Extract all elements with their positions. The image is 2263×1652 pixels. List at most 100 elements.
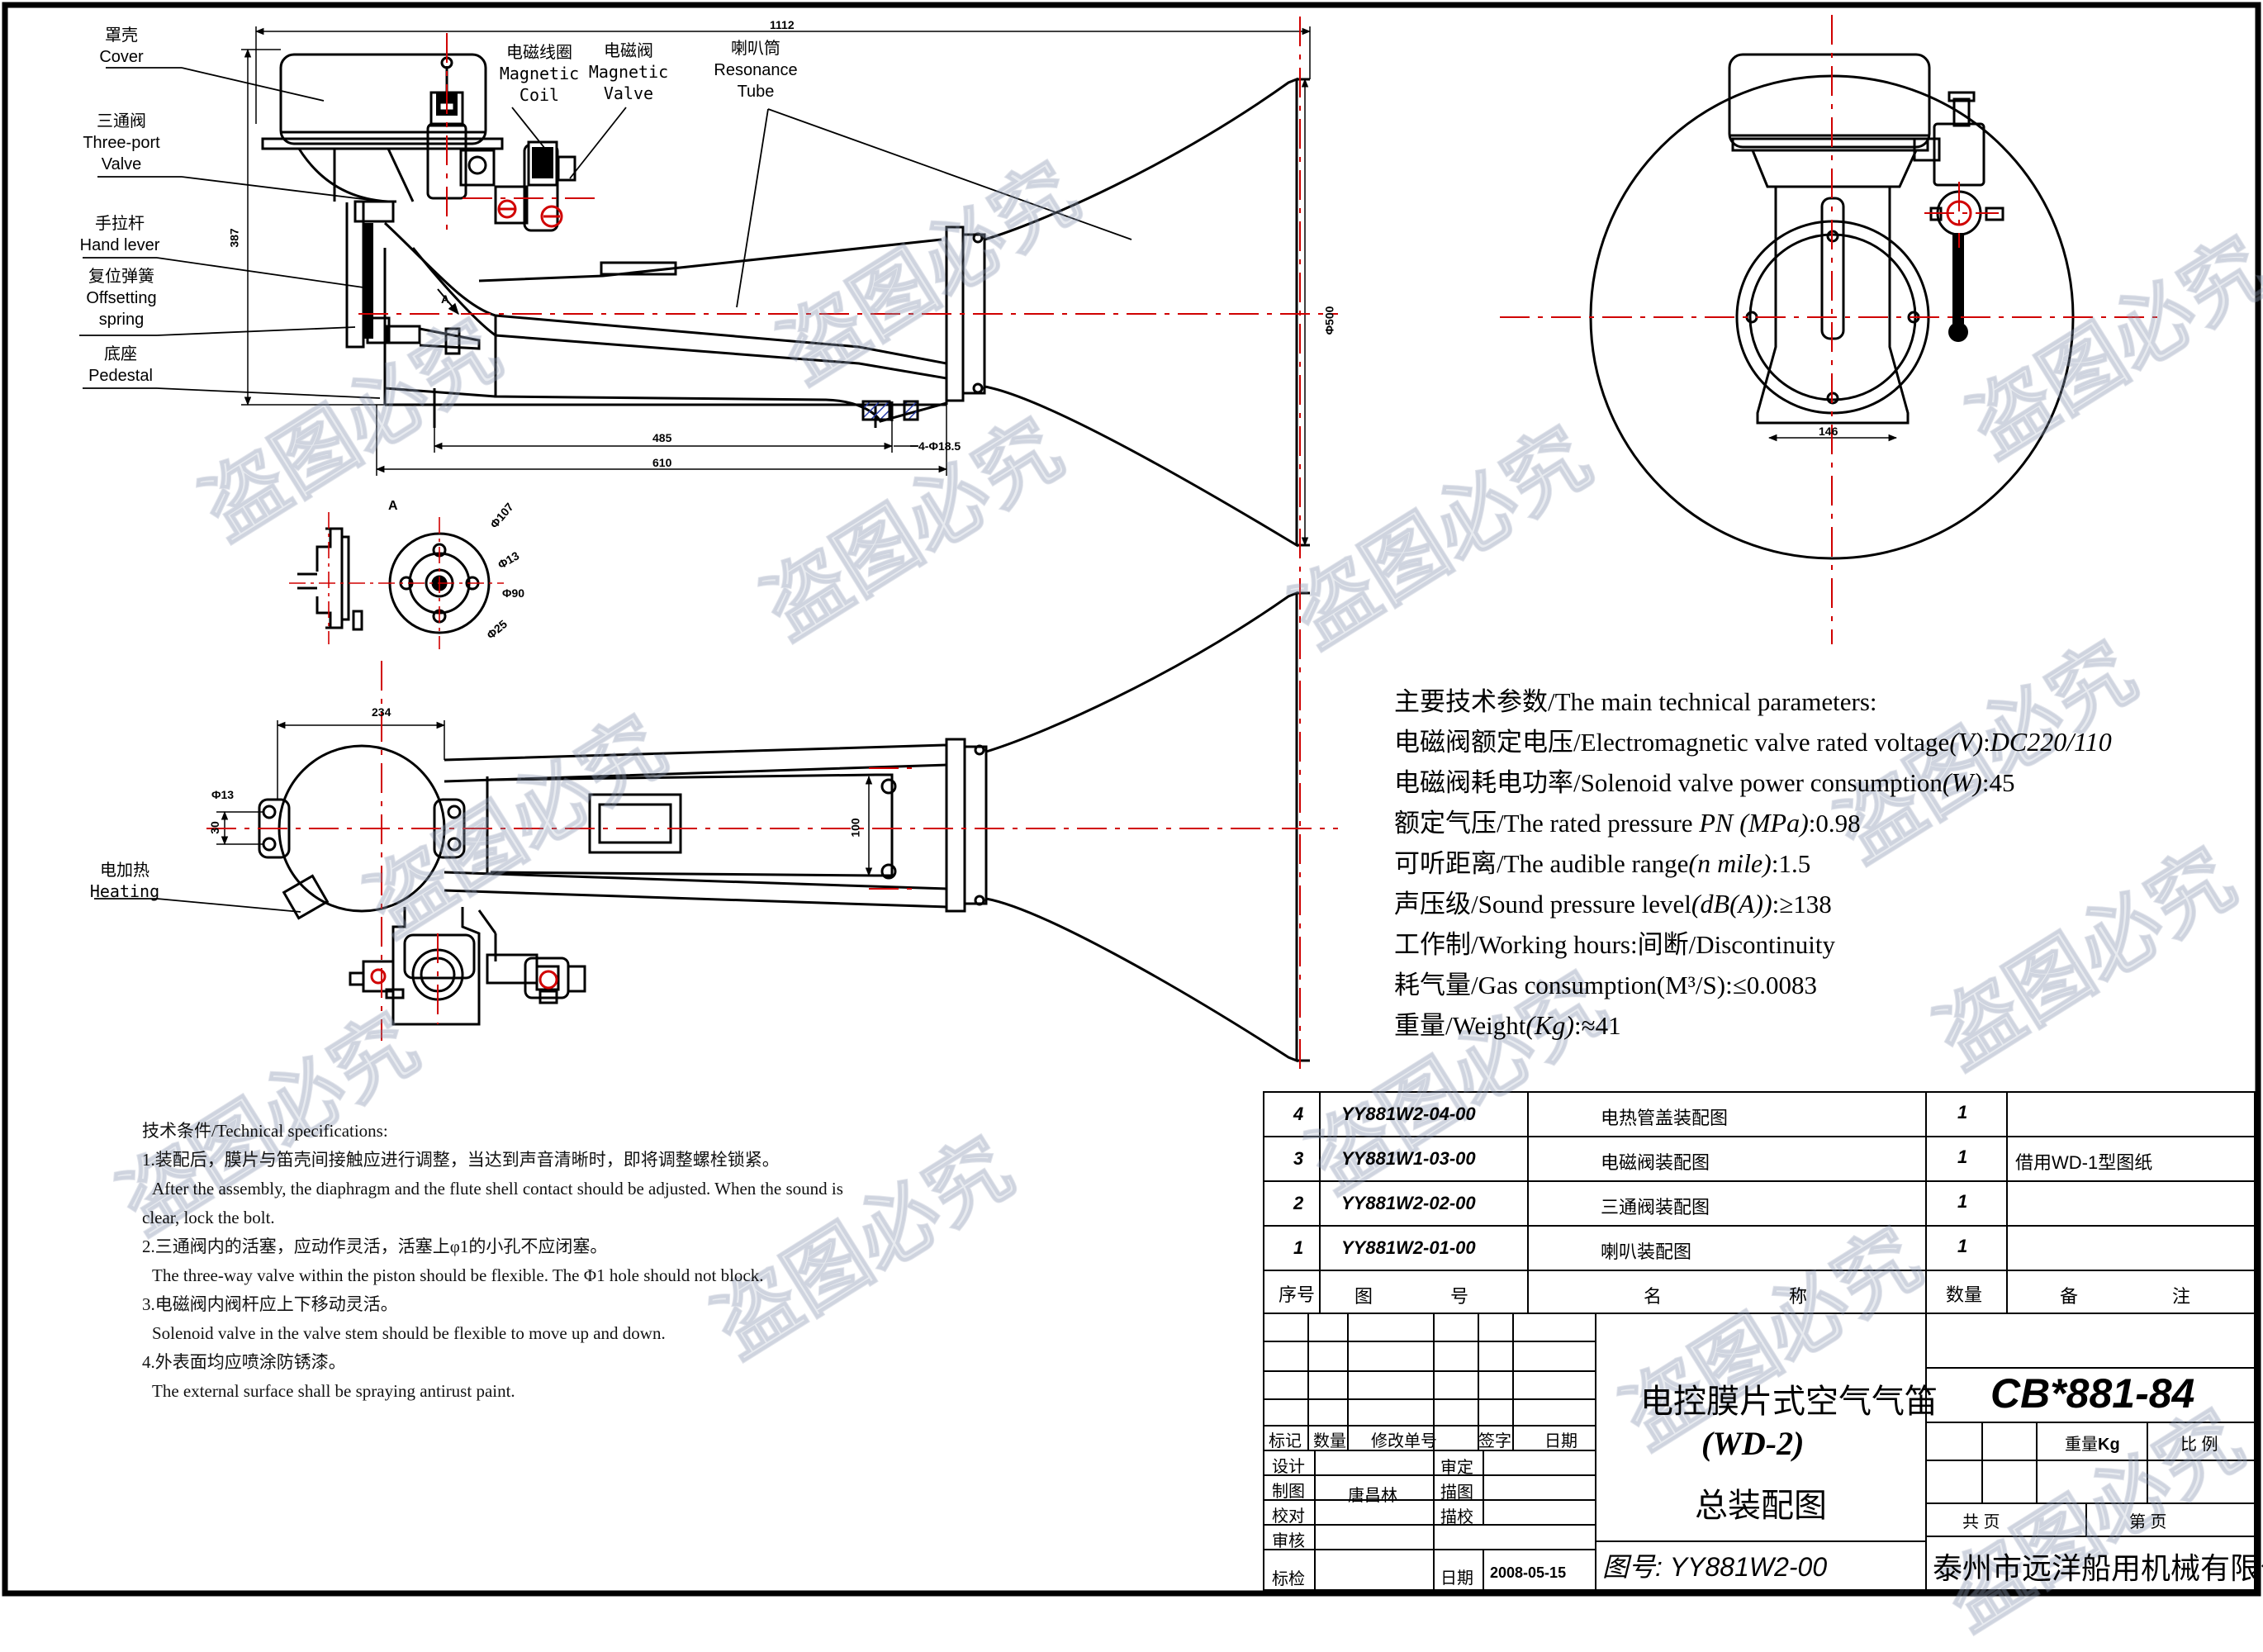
param-row: 电磁阀额定电压/Electromagnetic valve rated volt… bbox=[1394, 727, 2112, 757]
dim-plan-30: 30 bbox=[207, 821, 221, 834]
part-code: YY881W2-01-00 bbox=[1341, 1237, 1476, 1258]
callout-magnetic-valve: 电磁阀 Magnetic Valve bbox=[588, 40, 669, 103]
callout-cover: 罩壳 Cover bbox=[99, 26, 144, 66]
rev-qty: 数量 bbox=[1313, 1432, 1346, 1450]
callout-heating: 电加热 Heating bbox=[89, 860, 160, 901]
title-block-grid bbox=[1263, 1313, 2256, 1591]
drafter-name: 唐昌林 bbox=[1348, 1487, 1397, 1505]
drawing-number: 图号: YY881W2-00 bbox=[1602, 1552, 1828, 1582]
spec-item-en: Solenoid valve in the valve stem should … bbox=[152, 1323, 666, 1343]
callout-hand-lever: 手拉杆 Hand lever bbox=[79, 215, 160, 254]
part-no: 3 bbox=[1293, 1148, 1304, 1169]
dim-plan-100: 100 bbox=[848, 818, 862, 838]
dim-plan-hole: Φ13 bbox=[211, 788, 235, 801]
product-name: 电控膜片式空气气笛 bbox=[1640, 1383, 1938, 1420]
drawing-canvas bbox=[2, 2, 2261, 1597]
role-check: 校对 bbox=[1272, 1507, 1305, 1526]
section-view-title-a: A bbox=[388, 499, 398, 513]
role-approve: 审定 bbox=[1440, 1459, 1473, 1477]
leader-lines bbox=[79, 67, 1132, 913]
dim-height: 387 bbox=[227, 228, 241, 248]
part-no: 4 bbox=[1293, 1104, 1304, 1124]
param-row: 耗气量/Gas consumption(M³/S):≤0.0083 bbox=[1394, 971, 1817, 999]
callout-magnetic-coil: 电磁线圈 Magnetic Coil bbox=[499, 42, 580, 105]
role-design: 设计 bbox=[1272, 1458, 1305, 1476]
rev-date: 日期 bbox=[1544, 1432, 1577, 1450]
part-name: 喇叭装配图 bbox=[1601, 1241, 1692, 1262]
section-label-a: A bbox=[441, 292, 450, 306]
callout-offsetting-spring: 复位弹簧 Offsetting spring bbox=[86, 268, 157, 329]
spec-item-en: The external surface shall be spraying a… bbox=[152, 1381, 515, 1401]
param-row: 工作制/Working hours:间断/Discontinuity bbox=[1394, 930, 1835, 959]
part-no: 2 bbox=[1293, 1193, 1304, 1213]
spec-item-en: clear, lock the bolt. bbox=[142, 1208, 275, 1227]
header-code-b: 号 bbox=[1450, 1286, 1469, 1307]
part-qty: 1 bbox=[1957, 1102, 1968, 1123]
part-code: YY881W2-02-00 bbox=[1341, 1193, 1476, 1213]
spec-item-en: After the assembly, the diaphragm and th… bbox=[152, 1179, 843, 1199]
part-name: 三通阀装配图 bbox=[1601, 1197, 1710, 1218]
rev-mark: 标记 bbox=[1269, 1432, 1302, 1450]
company-name: 泰州市远洋船用机械有限公司 bbox=[1933, 1552, 2263, 1585]
drawing-title: 总装配图 bbox=[1695, 1487, 1827, 1524]
part-code: YY881W1-03-00 bbox=[1341, 1148, 1476, 1169]
rev-sign: 签字 bbox=[1478, 1432, 1511, 1450]
part-qty: 1 bbox=[1957, 1236, 1968, 1256]
scale-label: 比 例 bbox=[2180, 1436, 2218, 1454]
param-row: 电磁阀耗电功率/Solenoid valve power consumption… bbox=[1394, 767, 2015, 797]
dim-plan-234: 234 bbox=[372, 705, 391, 719]
param-row: 额定气压/The rated pressure PN (MPa):0.98 bbox=[1394, 808, 1861, 838]
header-remark-a: 备 bbox=[2060, 1286, 2079, 1307]
sheets-total: 共 页 bbox=[1962, 1513, 2000, 1531]
spec-item-cn: 1.装配后，膜片与笛壳间接触应进行调整，当达到声音清晰时，即将调整螺栓锁紧。 bbox=[142, 1150, 780, 1170]
role-trace: 描图 bbox=[1440, 1483, 1473, 1502]
part-name: 电磁阀装配图 bbox=[1601, 1152, 1710, 1173]
part-remark: 借用WD-1型图纸 bbox=[2015, 1152, 2153, 1173]
sheet-border bbox=[2, 2, 2261, 1597]
technical-parameters: 主要技术参数/The main technical parameters: 电磁… bbox=[1394, 681, 2112, 1046]
specs-heading: 技术条件/Technical specifications: bbox=[142, 1121, 388, 1141]
dim-overall-length: 1112 bbox=[770, 18, 795, 31]
param-row: 可听距离/The audible range(n mile):1.5 bbox=[1394, 848, 1811, 878]
spec-item-cn: 2.三通阀内的活塞，应动作灵活，活塞上φ1的小孔不应闭塞。 bbox=[142, 1237, 608, 1256]
header-name-a: 名 bbox=[1644, 1286, 1663, 1307]
part-qty: 1 bbox=[1957, 1146, 1968, 1167]
header-code-a: 图 bbox=[1354, 1286, 1373, 1307]
parameters-heading: 主要技术参数/The main technical parameters: bbox=[1394, 687, 1877, 716]
role-review: 审核 bbox=[1272, 1532, 1305, 1550]
front-elevation-view bbox=[241, 26, 1312, 548]
date-value: 2008-05-15 bbox=[1490, 1564, 1567, 1581]
header-name-b: 称 bbox=[1789, 1286, 1808, 1307]
product-model: (WD-2) bbox=[1701, 1425, 1805, 1462]
role-date: 日期 bbox=[1440, 1569, 1473, 1588]
dim-hole-185: 4-Φ18.5 bbox=[918, 439, 961, 453]
spec-item-en: The three-way valve within the piston sh… bbox=[152, 1265, 764, 1285]
callout-three-port-valve: 三通阀 Three-port Valve bbox=[83, 112, 160, 173]
header-qty: 数量 bbox=[1946, 1284, 1983, 1305]
param-row: 重量/Weight(Kg):≈41 bbox=[1394, 1010, 1621, 1040]
weight-label: 重量Kg bbox=[2065, 1436, 2120, 1454]
plan-view bbox=[216, 591, 1310, 1063]
part-qty: 1 bbox=[1957, 1191, 1968, 1212]
role-drawing: 制图 bbox=[1272, 1483, 1305, 1501]
technical-specifications: 技术条件/Technical specifications: 1.装配后，膜片与… bbox=[142, 1117, 843, 1406]
header-remark-b: 注 bbox=[2172, 1286, 2191, 1307]
dim-bell-dia: Φ500 bbox=[1322, 306, 1336, 335]
callout-resonance-tube: 喇叭筒 Resonance Tube bbox=[714, 40, 798, 101]
header-no: 序号 bbox=[1279, 1284, 1316, 1305]
spec-item-cn: 3.电磁阀内阀杆应上下移动灵活。 bbox=[142, 1294, 398, 1314]
dim-base-485: 485 bbox=[652, 431, 672, 444]
role-trace-check: 描校 bbox=[1440, 1508, 1473, 1526]
dim-flange-3: Φ90 bbox=[502, 586, 525, 600]
part-no: 1 bbox=[1293, 1237, 1304, 1258]
dim-base-610: 610 bbox=[652, 456, 672, 469]
rev-change-no: 修改单号 bbox=[1371, 1432, 1437, 1450]
section-mark-a bbox=[437, 288, 459, 316]
part-name: 电热管盖装配图 bbox=[1601, 1108, 1729, 1128]
section-a-detail bbox=[297, 527, 491, 634]
callout-pedestal: 底座 Pedestal bbox=[88, 345, 153, 385]
part-code: YY881W2-04-00 bbox=[1341, 1104, 1476, 1124]
param-row: 声压级/Sound pressure level(dB(A)):≥138 bbox=[1394, 889, 1832, 919]
standard-code: CB*881-84 bbox=[1990, 1370, 2195, 1417]
spec-item-cn: 4.外表面均应喷涂防锈漆。 bbox=[142, 1352, 346, 1372]
